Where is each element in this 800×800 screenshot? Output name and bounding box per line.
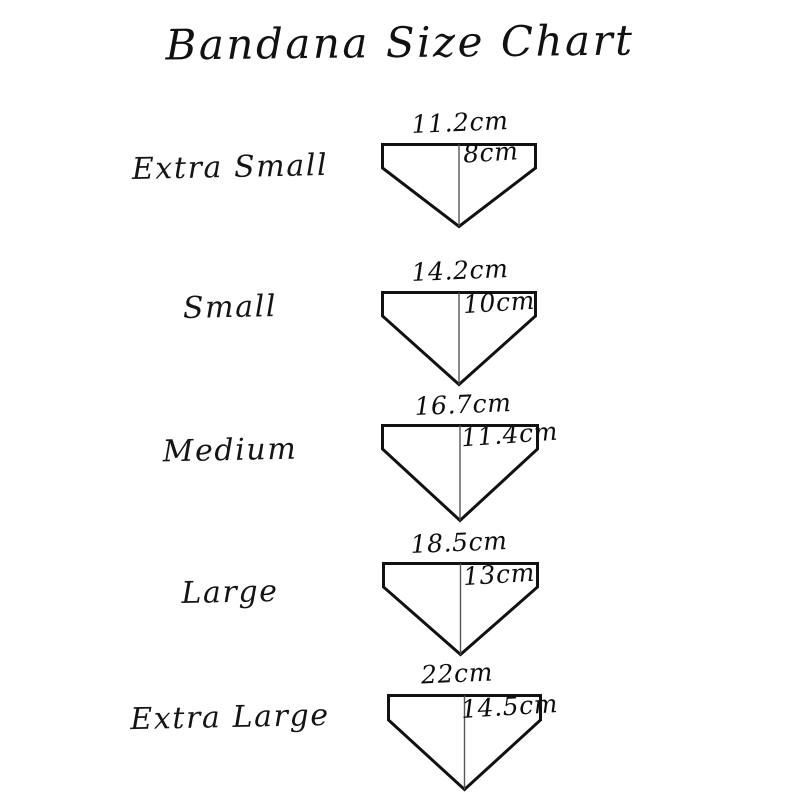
bandana-shape-medium	[381, 424, 539, 523]
size-label-small: Small	[182, 289, 278, 326]
bandana-shape-small	[381, 291, 537, 387]
height-dimension-medium: 11.4cm	[460, 416, 559, 453]
height-dimension-small: 10cm	[462, 285, 536, 320]
width-dimension-small: 14.2cm	[410, 253, 510, 288]
width-dimension-large: 18.5cm	[409, 525, 509, 560]
height-dimension-extra-small: 8cm	[462, 136, 520, 169]
size-label-extra-small: Extra Small	[131, 147, 329, 188]
height-dimension-extra-large: 14.5cm	[460, 689, 559, 724]
bandana-shape-extra-small	[381, 143, 537, 229]
height-dimension-large: 13cm	[462, 557, 536, 592]
width-dimension-medium: 16.7cm	[413, 387, 513, 422]
width-dimension-extra-large: 22cm	[420, 657, 494, 690]
bandana-shape-extra-large	[387, 694, 542, 792]
bandana-shape-large	[382, 562, 539, 657]
width-dimension-extra-small: 11.2cm	[410, 105, 510, 140]
size-label-extra-large: Extra Large	[129, 697, 331, 738]
size-label-large: Large	[181, 573, 279, 612]
page-title: Bandana Size Chart	[165, 15, 635, 70]
size-label-medium: Medium	[162, 431, 298, 470]
